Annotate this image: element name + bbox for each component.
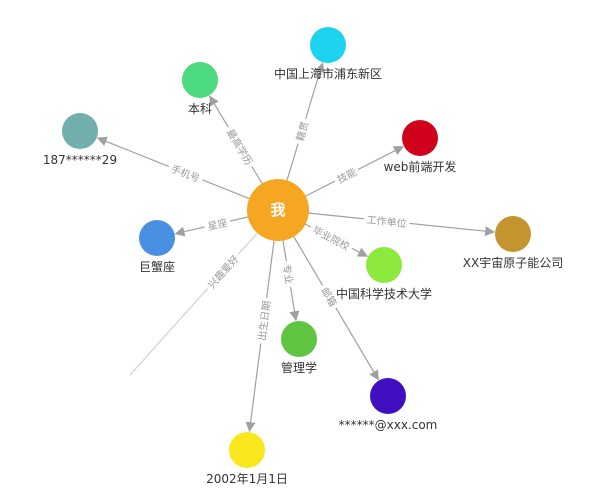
edge-label: 星座: [206, 216, 228, 233]
edge-label-bg: [331, 163, 362, 188]
edge-email[interactable]: 邮箱: [293, 236, 379, 381]
node-label: web前端开发: [384, 159, 457, 174]
node-circle[interactable]: [229, 432, 265, 468]
edge-label-group: 毕业院校: [307, 220, 356, 255]
node-zodiac[interactable]: 巨蟹座: [139, 220, 175, 274]
node-center[interactable]: 我: [247, 179, 309, 241]
node-company[interactable]: XX宇宙原子能公司: [463, 216, 563, 270]
edge-label: 工作单位: [366, 213, 407, 230]
node-circle[interactable]: [310, 27, 346, 63]
edge-label-bg: [279, 260, 298, 289]
node-label: 管理学: [281, 360, 317, 375]
edge-skill[interactable]: 技能: [305, 146, 404, 197]
node-skill[interactable]: web前端开发: [384, 120, 457, 174]
node-circle[interactable]: [495, 216, 531, 252]
node-phone[interactable]: 187******29: [43, 113, 117, 167]
edge-degree[interactable]: 最高学历: [209, 95, 263, 184]
edge-label-group: 工作单位: [363, 211, 411, 231]
node-circle[interactable]: [366, 247, 402, 283]
node-label: 中国科学技术大学: [336, 286, 432, 301]
edge-company[interactable]: 工作单位: [308, 211, 496, 237]
node-circle[interactable]: [62, 113, 98, 149]
edge-label-group: 专业: [279, 260, 298, 289]
center-node-label: 我: [270, 201, 285, 219]
node-circle[interactable]: [281, 321, 317, 357]
node-school[interactable]: 中国科学技术大学: [336, 247, 432, 301]
node-label: XX宇宙原子能公司: [463, 255, 563, 270]
node-label: 巨蟹座: [139, 259, 175, 274]
edge-label-bg: [222, 123, 258, 171]
edge-major[interactable]: 专业: [279, 240, 300, 322]
edge-label-group: 星座: [203, 214, 232, 234]
edge-label-bg: [291, 116, 313, 146]
edge-address[interactable]: 籍贯: [286, 62, 325, 181]
edge-label-bg: [166, 159, 205, 187]
edge-label-bg: [307, 220, 356, 255]
node-major[interactable]: 管理学: [281, 321, 317, 375]
edge-zodiac[interactable]: 星座: [174, 214, 248, 237]
node-label: 本科: [188, 102, 212, 116]
edge-phone[interactable]: 手机号: [96, 136, 250, 200]
node-birthday[interactable]: 2002年1月1日: [206, 432, 288, 486]
node-address[interactable]: 中国上海市浦东新区: [274, 27, 382, 81]
edge-line: [293, 236, 379, 381]
edge-birthday[interactable]: 出生日期: [245, 240, 275, 433]
edge-label-group: 籍贯: [291, 116, 313, 146]
edge-school[interactable]: 毕业院校: [305, 220, 369, 257]
edge-label-bg: [363, 211, 411, 231]
edge-label-group: 出生日期: [253, 297, 274, 345]
node-label: 2002年1月1日: [206, 472, 288, 486]
edge-label-group: 手机号: [166, 159, 205, 187]
node-degree[interactable]: 本科: [182, 62, 218, 116]
node-circle[interactable]: [370, 378, 406, 414]
edge-label: 专业: [280, 263, 296, 285]
center-node-circle[interactable]: [247, 179, 309, 241]
edge-label-bg: [253, 297, 274, 345]
edge-label-group: 兴趣爱好: [202, 249, 244, 294]
edge-label-group: 最高学历: [222, 123, 258, 171]
edge-label: 兴趣爱好: [205, 253, 241, 291]
node-label: ******@xxx.com: [339, 418, 438, 432]
node-circle[interactable]: [402, 120, 438, 156]
edge-hobby[interactable]: 兴趣爱好: [129, 232, 258, 376]
edge-label: 手机号: [169, 162, 202, 185]
edge-label-group: 技能: [331, 163, 362, 188]
node-label: 187******29: [43, 153, 117, 167]
node-label: 中国上海市浦东新区: [274, 66, 382, 81]
node-circle[interactable]: [139, 220, 175, 256]
node-email[interactable]: ******@xxx.com: [339, 378, 438, 432]
edge-label-bg: [316, 281, 342, 312]
edge-label-bg: [202, 249, 244, 294]
node-circle[interactable]: [182, 62, 218, 98]
edge-label-bg: [203, 214, 232, 234]
